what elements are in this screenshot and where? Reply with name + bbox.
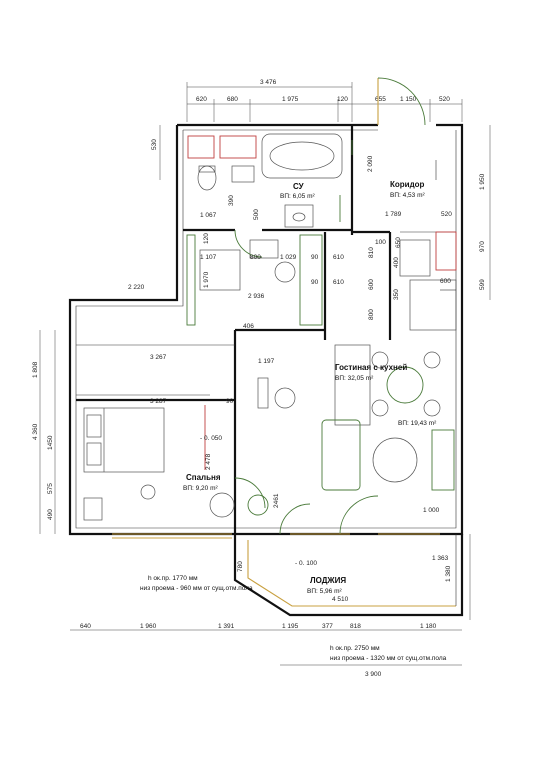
dim-inner-6: 120 xyxy=(203,233,210,244)
dim-inner-26: 3 267 xyxy=(150,354,167,361)
dim-inner-7: 1 107 xyxy=(200,254,217,261)
dim-top-4: 655 xyxy=(375,96,386,103)
utility-furniture xyxy=(186,234,323,326)
windows xyxy=(112,533,440,539)
top-dimensions: 3 476 620 680 1 975 120 655 1 150 520 xyxy=(186,79,463,122)
dim-inner-12: 100 xyxy=(375,239,386,246)
room-name-living: Гостиная с кухней xyxy=(335,363,407,372)
dim-bottom-4: 377 xyxy=(322,623,333,630)
dim-top-total: 3 476 xyxy=(260,79,277,86)
loggia xyxy=(233,534,464,617)
dim-left-2: 4 360 xyxy=(32,423,39,440)
dim-top-5: 1 150 xyxy=(400,96,417,103)
level-loggia: - 0. 100 xyxy=(295,560,317,567)
dim-top-2: 1 975 xyxy=(282,96,299,103)
dim-inner-17: 1 970 xyxy=(203,271,210,288)
room-area-bathroom: ВП: 6,05 m² xyxy=(280,193,315,200)
dim-inner-22: 800 xyxy=(368,309,375,320)
dim-top-3: 120 xyxy=(337,96,348,103)
dim-inner-20: 610 xyxy=(333,279,344,286)
dim-bottom-2: 1 391 xyxy=(218,623,235,630)
room-name-bathroom: СУ xyxy=(293,182,305,191)
dim-inner-21: 600 xyxy=(368,279,375,290)
window-notes: h ок.пр. 1770 мм низ проема - 960 мм от … xyxy=(140,575,447,662)
room-area-corridor: ВП: 4,53 m² xyxy=(390,192,425,199)
left-dimensions: 530 1 808 4 360 1450 575 490 xyxy=(32,125,161,534)
dim-inner-23: 350 xyxy=(393,289,400,300)
dim-inner-8: 800 xyxy=(250,254,261,261)
corridor-furniture xyxy=(399,160,457,331)
note-window1-height: h ок.пр. 1770 мм xyxy=(148,575,198,582)
dim-inner-27: 1 197 xyxy=(258,358,275,365)
dim-top-0: 620 xyxy=(196,96,207,103)
dim-inner-16: 600 xyxy=(440,278,451,285)
dim-inner-31: 2461 xyxy=(273,493,280,508)
dim-inner-3: 2 090 xyxy=(367,155,374,172)
dim-left-0: 530 xyxy=(151,139,158,150)
dim-left-4: 575 xyxy=(47,483,54,494)
note-window1-sill: низ проема - 960 мм от сущ.отм.пола xyxy=(140,585,253,592)
room-subarea-living: ВП: 19,43 m² xyxy=(398,420,437,427)
dim-inner-32: 1 000 xyxy=(423,507,440,514)
dim-inner-25: 406 xyxy=(243,323,254,330)
dim-right-4: 1 380 xyxy=(445,565,452,582)
dim-left-5: 490 xyxy=(47,509,54,520)
dim-inner-2: 500 xyxy=(253,209,260,220)
dim-inner-30: 2 478 xyxy=(205,453,212,470)
room-area-bedroom: ВП: 9,20 m² xyxy=(183,485,218,492)
entrance-door xyxy=(377,77,426,126)
dim-inner-10: 90 xyxy=(311,254,319,261)
note-window2-sill: низ проема - 1320 мм от сущ.отм.пола xyxy=(330,655,447,662)
dim-inner-9: 1 029 xyxy=(280,254,297,261)
dim-loggia-width: 4 510 xyxy=(332,596,349,603)
living-furniture xyxy=(257,344,455,491)
dim-right-0: 1 950 xyxy=(479,173,486,190)
room-name-bedroom: Спальня xyxy=(186,473,221,482)
dim-left-3: 1450 xyxy=(47,435,54,450)
dim-inner-33: 780 xyxy=(237,561,244,572)
dim-bottom-6: 1 180 xyxy=(420,623,437,630)
room-area-living: ВП: 32,05 m² xyxy=(335,375,374,382)
dim-bottom-3: 1 195 xyxy=(282,623,299,630)
room-doors xyxy=(234,229,379,535)
dim-inner-29: 90 xyxy=(226,398,234,405)
dim-top-6: 520 xyxy=(439,96,450,103)
dim-inner-28: 3 287 xyxy=(150,398,167,405)
room-name-loggia: ЛОДЖИЯ xyxy=(310,576,346,585)
dim-inner-19: 90 xyxy=(311,279,319,286)
dim-left-1: 1 808 xyxy=(32,361,39,378)
right-dimensions: 1 950 970 599 1 363 1 380 xyxy=(432,125,491,620)
dim-inner-4: 1 789 xyxy=(385,211,402,218)
room-name-corridor: Коридор xyxy=(390,180,425,189)
inner-dimensions: 390 1 067 500 2 090 1 789 520 120 1 107 … xyxy=(128,155,452,572)
room-area-loggia: ВП: 5,96 m² xyxy=(307,588,342,595)
dim-bottom-5: 818 xyxy=(350,623,361,630)
dim-inner-11: 610 xyxy=(333,254,344,261)
dim-inner-13: 810 xyxy=(368,247,375,258)
dim-bottom-total: 3 900 xyxy=(365,671,382,678)
dim-top-1: 680 xyxy=(227,96,238,103)
dim-inner-18: 2 936 xyxy=(248,293,265,300)
bathroom-fixtures xyxy=(187,133,353,228)
level-bedroom: - 0. 050 xyxy=(200,435,222,442)
dim-inner-5: 520 xyxy=(441,211,452,218)
dim-bottom-1: 1 960 xyxy=(140,623,157,630)
dim-inner-15: 400 xyxy=(393,257,400,268)
outer-walls xyxy=(68,123,464,536)
interior-walls xyxy=(76,125,456,534)
dim-inner-1: 1 067 xyxy=(200,212,217,219)
dim-bottom-0: 640 xyxy=(80,623,91,630)
bedroom-furniture xyxy=(83,405,269,521)
dim-right-3: 1 363 xyxy=(432,555,449,562)
note-window2-height: h ок.пр. 2750 мм xyxy=(330,645,380,652)
dim-inner-14: 650 xyxy=(395,237,402,248)
dim-right-1: 970 xyxy=(479,241,486,252)
room-labels: СУ ВП: 6,05 m² Коридор ВП: 4,53 m² Гости… xyxy=(183,180,437,595)
bottom-dimensions: 640 1 960 1 391 1 195 377 818 1 180 4 51… xyxy=(70,596,462,678)
dim-right-2: 599 xyxy=(479,279,486,290)
dim-inner-0: 390 xyxy=(228,195,235,206)
dim-inner-24: 2 220 xyxy=(128,284,145,291)
